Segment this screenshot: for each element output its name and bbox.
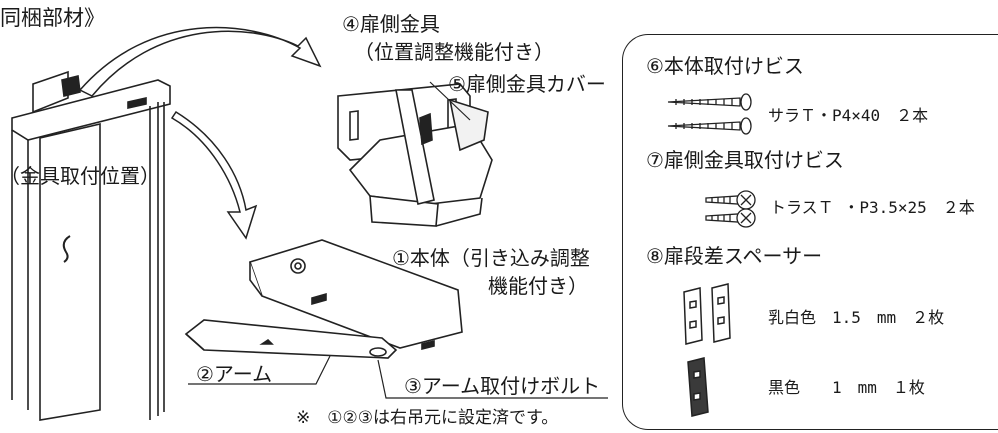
label-door-bracket: ④扉側金具 [342, 12, 440, 36]
closer-body-illustration [248, 239, 463, 349]
arm-illustration [184, 319, 435, 359]
parts-bracket-screws-title: ⑦扉側金具取付けビス [646, 148, 844, 172]
parts-spacer-title: ⑧扉段差スペーサー [646, 244, 823, 268]
parts-body-screws-spec: サラＴ・P4×40 ２本 [768, 106, 929, 125]
label-arm-screw: ③アーム取付けボルト [404, 374, 601, 398]
door-frame-illustration [11, 70, 171, 421]
parts-body-screws-title: ⑥本体取付けビス [646, 54, 804, 78]
door-bracket-illustration [337, 83, 493, 227]
note-right-hinge: ※ ①②③は右吊元に設定済です。 [296, 408, 559, 428]
label-body-sub: 機能付き） [488, 274, 588, 298]
label-mount-position: （金具取付位置） [0, 164, 160, 188]
page-title: 同梱部材》 [0, 6, 105, 30]
parts-spacer-white-spec: 乳白色 1.5 mm ２枚 [768, 308, 945, 327]
leader-lines [188, 81, 608, 399]
countersunk-screws [667, 93, 752, 135]
white-spacers [683, 283, 731, 345]
parts-spacer-black-spec: 黒色 1 mm １枚 [768, 378, 925, 397]
parts-bracket-screws-spec: トラスＴ ・P3.5×25 ２本 [770, 198, 975, 217]
flow-arrows [78, 26, 322, 240]
truss-screws [705, 190, 756, 228]
label-door-bracket-sub: （位置調整機能付き） [354, 40, 554, 64]
label-arm: ②アーム [196, 362, 273, 386]
black-spacer [687, 357, 709, 417]
label-body: ①本体（引き込み調整 [392, 246, 590, 270]
included-parts-panel [622, 34, 998, 430]
label-bracket-cover: ⑤扉側金具カバー [448, 72, 606, 96]
